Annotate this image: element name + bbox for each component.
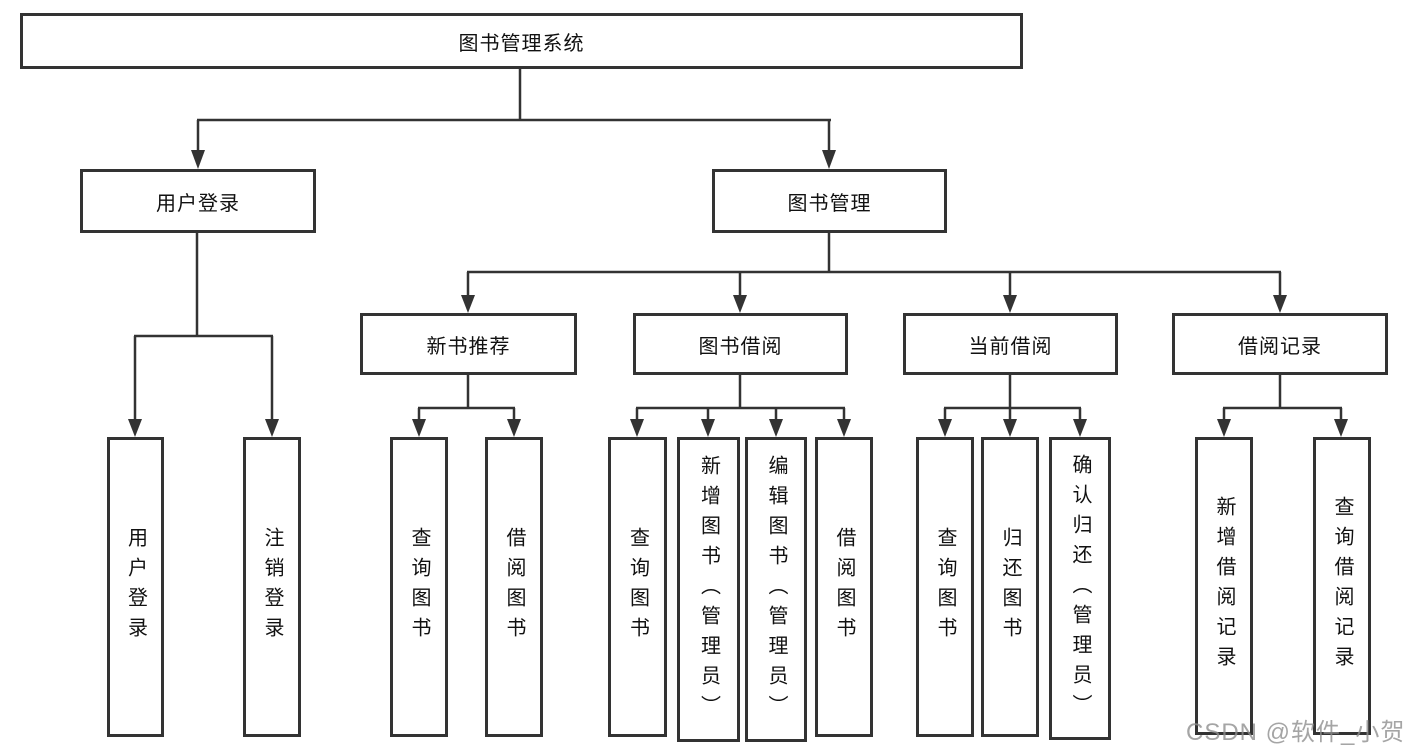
leaf-label: 新增图书（管理员） bbox=[697, 454, 720, 725]
node-library-system: 图书管理系统 bbox=[20, 13, 1023, 69]
node-borrowing-records: 借阅记录 bbox=[1172, 313, 1388, 375]
leaf-label: 查询借阅记录 bbox=[1331, 496, 1353, 676]
leaf-add-book-admin: 新增图书（管理员） bbox=[677, 437, 740, 742]
leaf-query-borrow-record: 查询借阅记录 bbox=[1313, 437, 1371, 735]
leaf-user-login: 用户登录 bbox=[107, 437, 164, 737]
leaf-return-books: 归还图书 bbox=[981, 437, 1039, 737]
leaf-query-books: 查询图书 bbox=[390, 437, 448, 737]
leaf-query-books: 查询图书 bbox=[608, 437, 667, 737]
leaf-borrow-books: 借阅图书 bbox=[815, 437, 873, 737]
leaf-label: 查询图书 bbox=[626, 527, 649, 647]
node-book-management: 图书管理 bbox=[712, 169, 947, 233]
node-current-borrowing: 当前借阅 bbox=[903, 313, 1118, 375]
leaf-label: 用户登录 bbox=[124, 527, 147, 647]
leaf-logout: 注销登录 bbox=[243, 437, 301, 737]
leaf-label: 编辑图书（管理员） bbox=[765, 454, 787, 725]
leaf-label: 查询图书 bbox=[408, 527, 430, 647]
node-book-borrowing: 图书借阅 bbox=[633, 313, 848, 375]
leaf-label: 归还图书 bbox=[999, 527, 1021, 647]
node-user-login: 用户登录 bbox=[80, 169, 316, 233]
leaf-query-books: 查询图书 bbox=[916, 437, 974, 737]
leaf-label: 查询图书 bbox=[934, 527, 956, 647]
leaf-label: 借阅图书 bbox=[833, 527, 855, 647]
watermark: CSDN @软件_小贺同学 bbox=[1186, 719, 1405, 746]
leaf-label: 借阅图书 bbox=[503, 527, 525, 647]
leaf-add-borrow-record: 新增借阅记录 bbox=[1195, 437, 1253, 735]
leaf-edit-book-admin: 编辑图书（管理员） bbox=[745, 437, 807, 742]
node-new-book-recommendation: 新书推荐 bbox=[360, 313, 577, 375]
leaf-label: 确认归还（管理员） bbox=[1069, 453, 1091, 724]
leaf-confirm-return-admin: 确认归还（管理员） bbox=[1049, 437, 1111, 740]
leaf-label: 注销登录 bbox=[261, 527, 283, 647]
leaf-borrow-books: 借阅图书 bbox=[485, 437, 543, 737]
leaf-label: 新增借阅记录 bbox=[1213, 496, 1235, 676]
